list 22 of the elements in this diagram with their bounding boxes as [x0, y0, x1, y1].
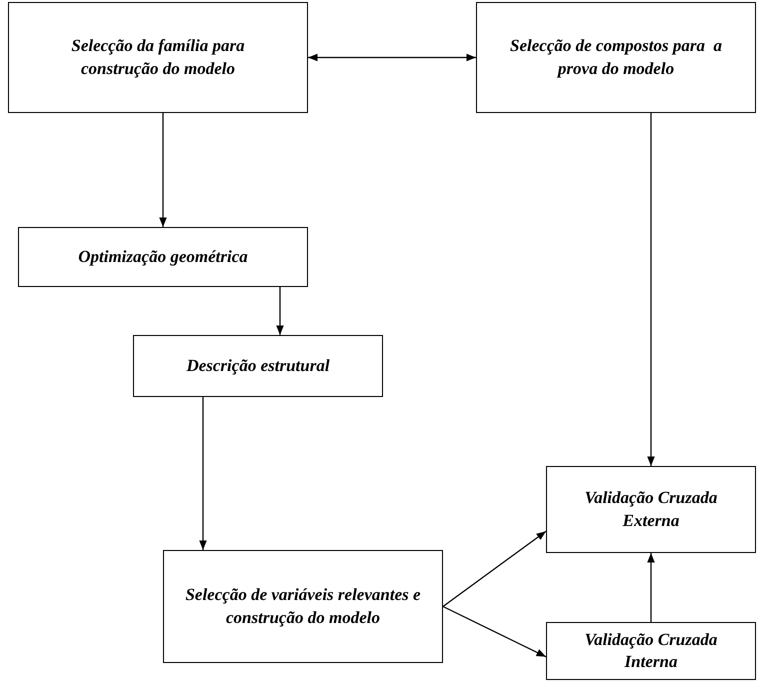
step-text: Selecção de compostos para a prova do modelo [509, 35, 723, 80]
process-box [476, 2, 756, 113]
step-text: Descrição estrutural [186, 354, 330, 377]
step-text: Selecção de variáveis relevantes e construção do modelo [184, 584, 422, 629]
arrow [647, 113, 655, 466]
step-text: Selecção da família para construção do modelo [70, 35, 246, 80]
arrow [647, 553, 655, 622]
arrow [442, 530, 546, 607]
process-box [18, 227, 308, 287]
step-text: Validação Cruzada Interna [584, 628, 718, 673]
arrow [276, 287, 284, 335]
process-box [133, 335, 383, 397]
arrow [442, 606, 546, 658]
process-box [163, 550, 443, 663]
process-box [546, 622, 756, 680]
arrow [308, 54, 476, 62]
arrow [159, 113, 167, 227]
process-box [546, 466, 756, 553]
arrow [199, 397, 207, 550]
process-box [8, 2, 308, 113]
step-text: Optimização geométrica [78, 246, 248, 268]
step-text: Validação Cruzada Externa [584, 487, 718, 532]
